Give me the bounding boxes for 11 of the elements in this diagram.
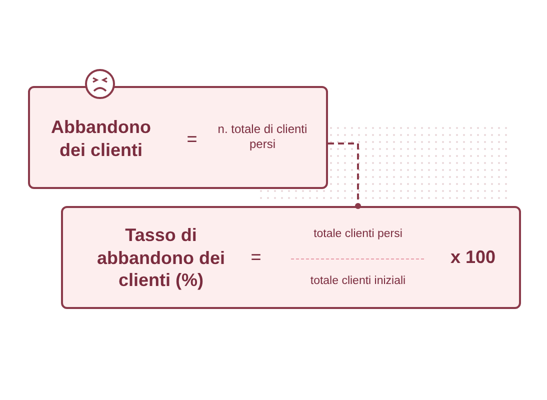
connector-line <box>328 142 361 209</box>
multiplier-text: x 100 <box>449 246 497 268</box>
equals-sign: = <box>250 246 262 268</box>
formula-box <box>61 206 521 309</box>
term-label: Abbandono dei clienti <box>50 116 152 161</box>
definition-text: n. totale di clienti persi <box>216 122 308 152</box>
term-label: Tasso di abbandono dei clienti (%) <box>96 224 226 292</box>
denominator-text: totale clienti iniziali <box>309 274 407 288</box>
formula-box <box>28 86 328 189</box>
numerator-text: totale clienti persi <box>312 227 404 242</box>
equals-sign: = <box>186 128 198 150</box>
